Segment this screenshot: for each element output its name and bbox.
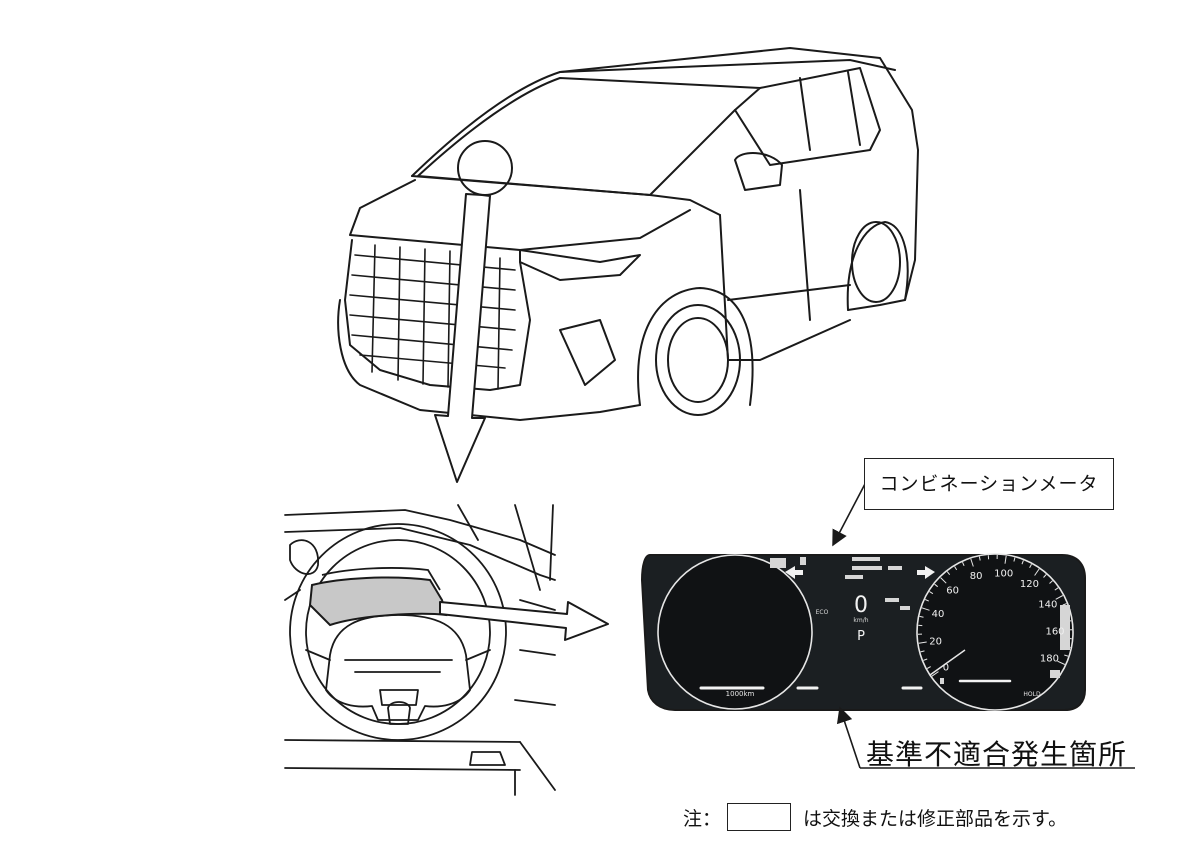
- combination-meter: 0 km/h P ECO 1000km HOLD 0 20 40 60 80 100 120…: [642, 554, 1085, 710]
- note-prefix: 注：: [683, 804, 721, 831]
- speed-scale-label: 0: [943, 662, 949, 673]
- note-legend-box: [727, 803, 791, 831]
- meter-callout-label: コンビネーションメータ: [864, 458, 1114, 510]
- defect-callout-arrow: [840, 708, 860, 768]
- speed-scale-label: 160: [1045, 626, 1064, 637]
- meter-callout-arrow: [833, 482, 866, 545]
- eco-indicator: ECO: [816, 609, 829, 616]
- gear-indicator: P: [857, 629, 865, 644]
- interior-illustration: [285, 505, 555, 795]
- speed-scale-label: 180: [1040, 653, 1059, 664]
- focus-circle: [458, 141, 512, 195]
- van-illustration: [338, 48, 918, 420]
- zoom-arrow-right: [440, 602, 608, 640]
- odometer: 1000km: [726, 690, 755, 698]
- legend-note: 注： は交換または修正部品を示す。: [683, 803, 1067, 831]
- speed-scale-label: 60: [946, 586, 959, 597]
- speed-scale-label: 40: [932, 609, 945, 620]
- speed-readout: 0: [854, 593, 868, 618]
- speed-scale-label: 100: [994, 569, 1013, 580]
- zoom-arrow-down: [435, 194, 490, 482]
- defect-location-label: 基準不適合発生箇所: [866, 733, 1127, 773]
- speed-scale-label: 20: [929, 637, 942, 648]
- speed-unit: km/h: [853, 617, 868, 624]
- hold-indicator: HOLD: [1023, 691, 1041, 698]
- left-gauge: [658, 555, 812, 709]
- speed-scale-label: 120: [1020, 579, 1039, 590]
- note-text: は交換または修正部品を示す。: [803, 804, 1067, 831]
- speed-scale-label: 80: [970, 571, 983, 582]
- speed-scale-label: 140: [1038, 600, 1057, 611]
